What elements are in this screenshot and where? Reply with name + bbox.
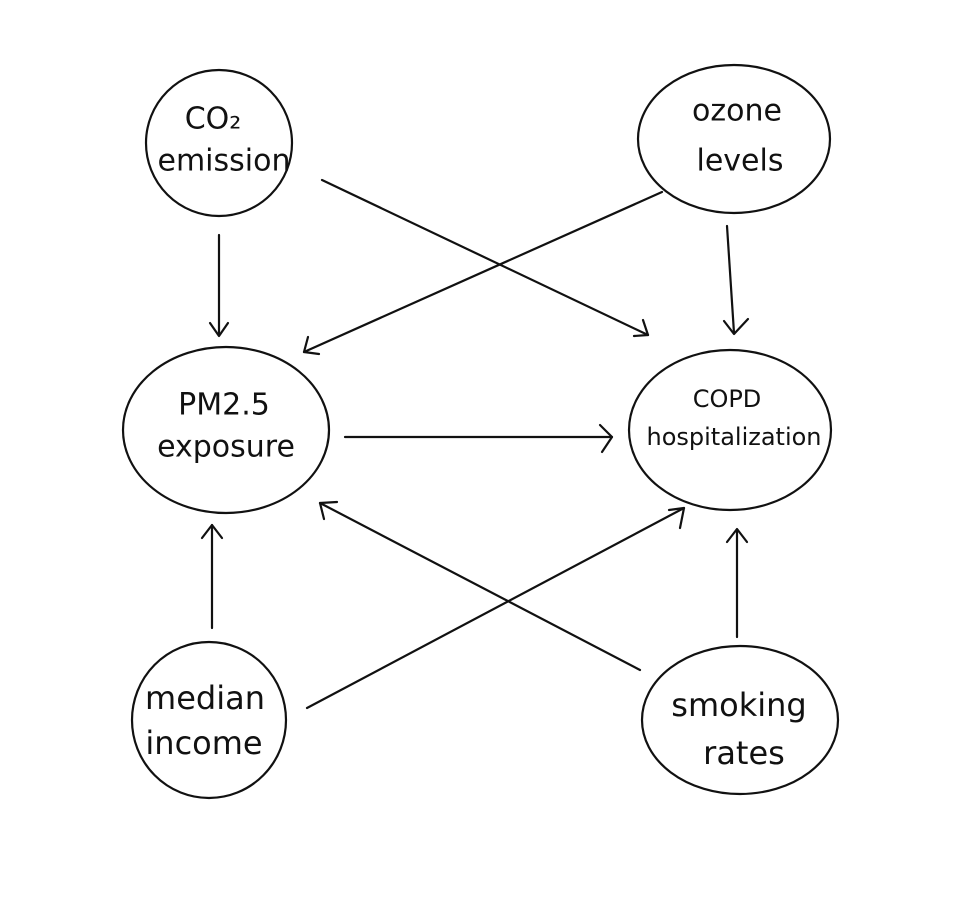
node-copd-hospitalization: COPD hospitalization <box>627 348 833 512</box>
edges <box>200 178 750 710</box>
edge-co2-emission-to-pm25-exposure <box>208 233 230 338</box>
edge-smoking-rates-to-copd-hospitalization <box>725 527 749 639</box>
node-median-income-line2: income <box>145 724 262 762</box>
node-median-income-line1: median <box>145 679 265 717</box>
edge-co2-emission-to-copd-hospitalization <box>320 178 650 338</box>
node-co2-emission-line2: emission <box>158 144 291 179</box>
node-pm25-exposure-line1: PM2.5 <box>178 388 270 423</box>
node-copd-hospitalization-line1: COPD <box>693 385 762 413</box>
node-copd-hospitalization-line2: hospitalization <box>646 423 821 451</box>
edge-pm25-exposure-to-copd-hospitalization <box>343 423 614 454</box>
node-ozone-levels-line2: levels <box>697 144 784 179</box>
node-ozone-levels: ozone levels <box>636 63 832 215</box>
node-smoking-rates-line2: rates <box>703 734 785 772</box>
node-pm25-exposure-line2: exposure <box>157 430 295 465</box>
node-smoking-rates: smoking rates <box>640 644 840 796</box>
node-co2-emission: CO₂ emission <box>144 68 294 218</box>
edge-smoking-rates-to-pm25-exposure <box>318 500 642 672</box>
node-ozone-levels-line1: ozone <box>692 94 782 129</box>
edge-median-income-to-pm25-exposure <box>200 523 224 630</box>
edge-ozone-levels-to-pm25-exposure <box>302 190 664 356</box>
node-smoking-rates-line1: smoking <box>671 686 806 724</box>
edge-median-income-to-copd-hospitalization <box>305 506 686 710</box>
edge-ozone-levels-to-copd-hospitalization <box>722 224 750 336</box>
node-median-income: median income <box>130 640 288 800</box>
node-co2-emission-line1: CO₂ <box>185 102 242 137</box>
node-pm25-exposure: PM2.5 exposure <box>121 345 331 515</box>
